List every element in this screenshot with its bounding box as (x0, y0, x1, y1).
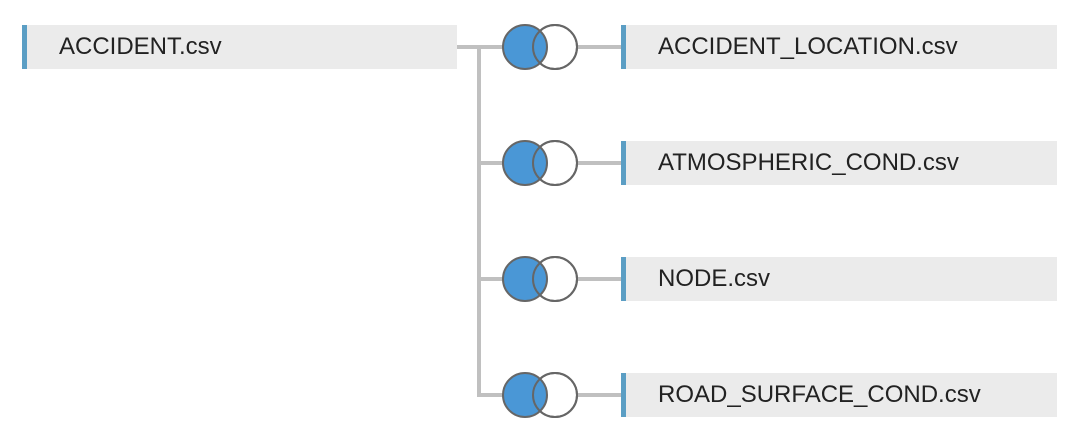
primary-table-accident[interactable]: ACCIDENT.csv (22, 25, 457, 69)
table-label: ATMOSPHERIC_COND.csv (658, 149, 959, 176)
left-join-venn-icon[interactable] (502, 140, 578, 186)
left-join-venn-icon[interactable] (502, 256, 578, 302)
joined-table-node[interactable]: NODE.csv (621, 257, 1057, 301)
joined-table-accident-location[interactable]: ACCIDENT_LOCATION.csv (621, 25, 1057, 69)
table-label: ACCIDENT.csv (59, 33, 222, 60)
table-label: ACCIDENT_LOCATION.csv (658, 33, 958, 60)
joined-table-atmospheric-cond[interactable]: ATMOSPHERIC_COND.csv (621, 141, 1057, 185)
table-label: ROAD_SURFACE_COND.csv (658, 381, 981, 408)
left-join-venn-icon[interactable] (502, 372, 578, 418)
left-join-venn-icon[interactable] (502, 24, 578, 70)
joined-table-road-surface-cond[interactable]: ROAD_SURFACE_COND.csv (621, 373, 1057, 417)
table-label: NODE.csv (658, 265, 771, 292)
